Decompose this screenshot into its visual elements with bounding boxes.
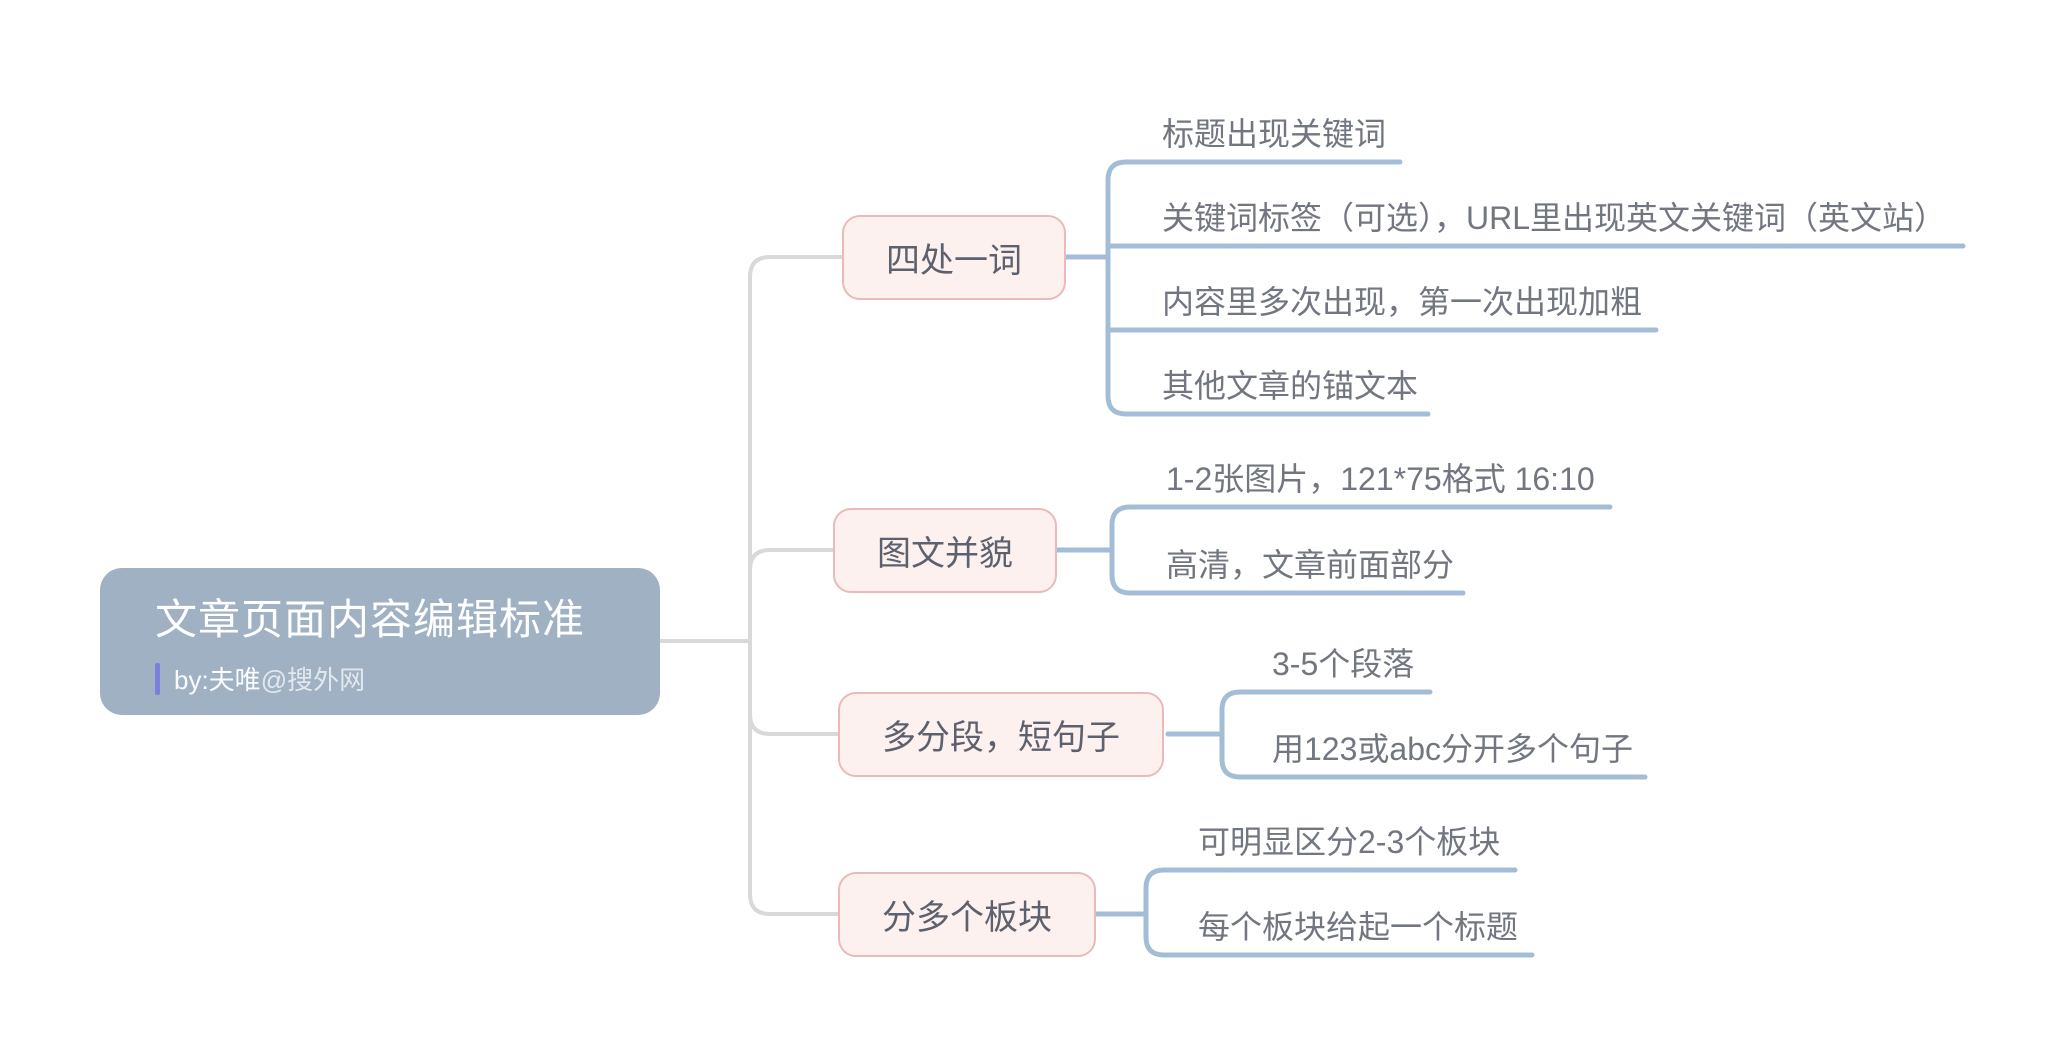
- branch1-children-lines: [1057, 159, 1966, 417]
- spine-to-branch3-line: [748, 712, 840, 736]
- branch-node-3[interactable]: 多分段，短句子: [838, 692, 1164, 777]
- leaf-topic[interactable]: 高清，文章前面部分: [1166, 547, 1455, 583]
- spine-to-branch1-line: [748, 255, 844, 643]
- root-byline: by:夫唯@搜外网: [155, 660, 610, 697]
- leaf-topic[interactable]: 可明显区分2-3个板块: [1198, 824, 1501, 860]
- root-node[interactable]: 文章页面内容编辑标准 by:夫唯@搜外网: [100, 568, 660, 715]
- byline-suffix: @搜外网: [260, 665, 366, 695]
- leaf-topic[interactable]: 标题出现关键词: [1162, 116, 1387, 152]
- leaf-topic[interactable]: 其他文章的锚文本: [1162, 368, 1419, 404]
- branch-node-2[interactable]: 图文并貌: [833, 508, 1057, 593]
- byline-text: by:夫唯@搜外网: [174, 660, 365, 697]
- leaf-topic[interactable]: 关键词标签（可选），URL里出现英文关键词（英文站）: [1162, 200, 1947, 236]
- branch4-children-lines: [1092, 867, 1535, 958]
- branch2-children-lines: [1054, 504, 1613, 596]
- byline-prefix: by:夫唯: [174, 665, 261, 695]
- branch-node-1[interactable]: 四处一词: [842, 215, 1066, 300]
- spine-to-branch4-line: [748, 639, 840, 916]
- branch3-children-lines: [1165, 689, 1648, 780]
- root-title: 文章页面内容编辑标准: [155, 596, 586, 643]
- leaf-topic[interactable]: 用123或abc分开多个句子: [1272, 731, 1633, 767]
- leaf-topic[interactable]: 1-2张图片，121*75格式 16:10: [1166, 461, 1595, 497]
- leaf-topic[interactable]: 每个板块给起一个标题: [1198, 909, 1519, 945]
- leaf-topic[interactable]: 内容里多次出现，第一次出现加粗: [1162, 284, 1643, 320]
- branch-node-4[interactable]: 分多个板块: [838, 872, 1096, 957]
- byline-accent-bar: [155, 662, 160, 695]
- leaf-topic[interactable]: 3-5个段落: [1272, 646, 1415, 682]
- spine-to-branch2-line: [748, 548, 835, 572]
